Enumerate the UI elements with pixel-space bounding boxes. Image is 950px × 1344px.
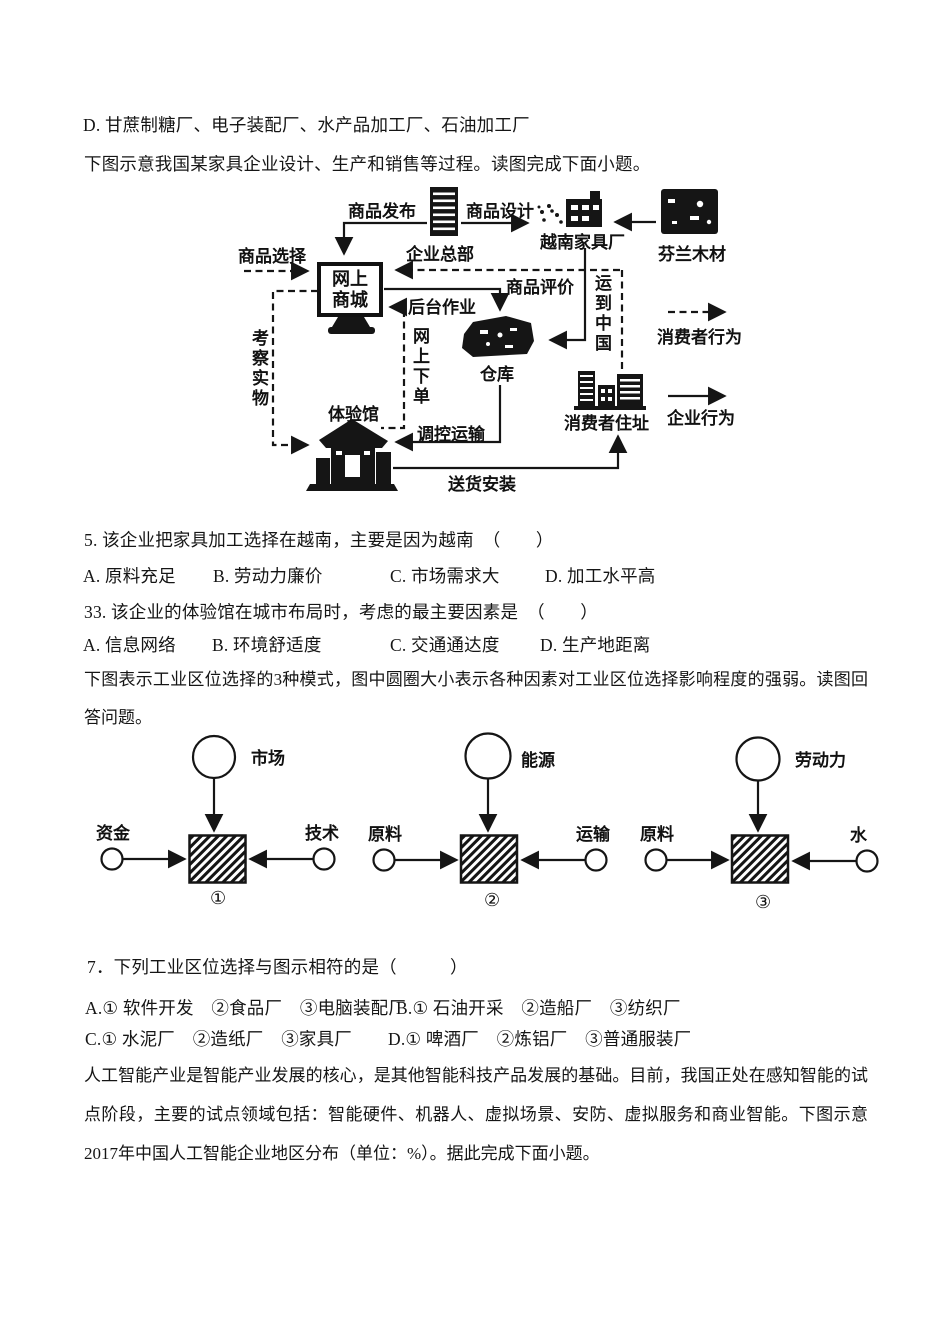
label-publish: 商品发布: [348, 202, 416, 221]
label-review: 商品评价: [506, 278, 574, 297]
q5-option-a: A. 原料充足: [83, 566, 176, 586]
q33-option-d: D. 生产地距离: [540, 635, 651, 655]
legend-consumer-behavior: 消费者行为: [657, 328, 742, 347]
model3-factory-square: [730, 834, 790, 884]
model1-capital-circle: [100, 847, 124, 871]
label-dispatch: 调控运输: [417, 425, 485, 444]
intro-ai: 人工智能产业是智能产业发展的核心，是其他智能科技产品发展的基础。目前，我国正处在…: [84, 1066, 868, 1163]
q7-option-d: D.① 啤酒厂 ②炼铝厂 ③普通服装厂: [388, 1029, 692, 1049]
label-finland-timber: 芬兰木材: [658, 245, 726, 264]
model2-energy-circle: [464, 732, 512, 780]
q7-stem: 7．下列工业区位选择与图示相符的是（ ）: [87, 957, 468, 977]
finland-timber-icon: [661, 189, 718, 234]
arrow-mall-to-warehouse: [384, 287, 510, 312]
online-mall-line2: 商城: [332, 289, 368, 310]
model1-factory-square: [188, 834, 247, 884]
legend-enterprise-behavior: 企业行为: [667, 409, 735, 428]
option-d-line: D. 甘蔗制糖厂、电子装配厂、水产品加工厂、石油加工厂: [83, 115, 530, 135]
flow-icons: [306, 187, 718, 491]
label-vietnam-factory: 越南家具厂: [540, 233, 625, 252]
label-consumer-address: 消费者住址: [564, 414, 649, 433]
model1-label-tech: 技术: [305, 824, 339, 843]
intro-furniture: 下图示意我国某家具企业设计、生产和销售等过程。读图完成下面小题。: [84, 154, 651, 174]
model2-label-transport: 运输: [576, 825, 610, 844]
vietnam-factory-icon: [537, 191, 602, 227]
q5-stem: 5. 该企业把家具加工选择在越南，主要是因为越南 （ ）: [84, 530, 554, 550]
model3-number: ③: [755, 892, 772, 912]
model3-labor-circle: [735, 736, 781, 782]
label-delivery-install: 送货安装: [448, 475, 516, 494]
label-warehouse: 仓库: [480, 365, 514, 384]
model3-label-material: 原料: [640, 825, 674, 844]
consumer-address-icon: [574, 371, 646, 410]
label-hq: 企业总部: [406, 245, 474, 264]
model3-label-water: 水: [850, 826, 867, 845]
showroom-icon: [306, 419, 398, 491]
label-select: 商品选择: [238, 247, 306, 266]
q7-option-c: C.① 水泥厂 ②造纸厂 ③家具厂: [85, 1029, 353, 1049]
model1-label-capital: 资金: [96, 824, 130, 843]
model-factories: [188, 834, 790, 884]
arrow-inspect: [271, 289, 318, 455]
line-online-order: [381, 310, 406, 430]
flow-dashed-connectors: [244, 260, 727, 455]
label-design: 商品设计: [466, 202, 534, 221]
model2-factory-square: [459, 834, 519, 884]
model2-transport-circle: [584, 848, 608, 872]
label-showroom: 体验馆: [328, 405, 379, 424]
model2-label-energy: 能源: [521, 751, 555, 770]
mall-monitor-stand-icon: [328, 317, 375, 334]
intro-models: 下图表示工业区位选择的3种模式，图中圆圈大小表示各种因素对工业区位选择影响程度的…: [84, 670, 868, 727]
q33-stem: 33. 该企业的体验馆在城市布局时，考虑的最主要因素是 （ ）: [84, 602, 598, 622]
model3-label-labor: 劳动力: [795, 751, 846, 770]
q7-option-b: B.① 石油开采 ②造船厂 ③纺织厂: [396, 998, 681, 1018]
model1-label-market: 市场: [251, 749, 285, 768]
model3-material-circle: [644, 848, 668, 872]
q33-option-c: C. 交通通达度: [390, 635, 500, 655]
arrow-ship-to-warehouse: [548, 248, 587, 350]
label-ship-to-china: 运到中国: [592, 274, 611, 354]
model1-tech-circle: [312, 847, 336, 871]
q33-option-a: A. 信息网络: [83, 635, 176, 655]
model-arrows: [122, 778, 857, 871]
q5-option-b: B. 劳动力廉价: [213, 566, 323, 586]
model1-number: ①: [210, 888, 227, 908]
model2-material-circle: [372, 848, 396, 872]
label-backend: 后台作业: [408, 298, 476, 317]
flow-solid-connectors: [334, 212, 727, 470]
q5-option-c: C. 市场需求大: [390, 566, 500, 586]
online-mall-line1: 网上: [332, 268, 368, 289]
arrow-delivery: [393, 434, 628, 470]
online-mall-box: 网上 商城: [317, 262, 383, 317]
model3-water-circle: [855, 849, 879, 873]
model1-market-circle: [191, 734, 237, 780]
hq-building-icon: [430, 187, 458, 236]
q7-option-a: A.① 软件开发 ②食品厂 ③电脑装配厂: [85, 998, 407, 1018]
warehouse-icon: [462, 316, 534, 357]
model2-label-material: 原料: [368, 825, 402, 844]
q5-option-d: D. 加工水平高: [545, 566, 656, 586]
arrow-dispatch: [394, 385, 502, 452]
model2-number: ②: [484, 890, 501, 910]
arrow-publish: [334, 221, 427, 256]
model-shapes: [100, 732, 879, 873]
label-inspect-goods: 考察实物: [249, 329, 268, 409]
q33-option-b: B. 环境舒适度: [212, 635, 322, 655]
label-online-order: 网上下单: [410, 327, 429, 407]
